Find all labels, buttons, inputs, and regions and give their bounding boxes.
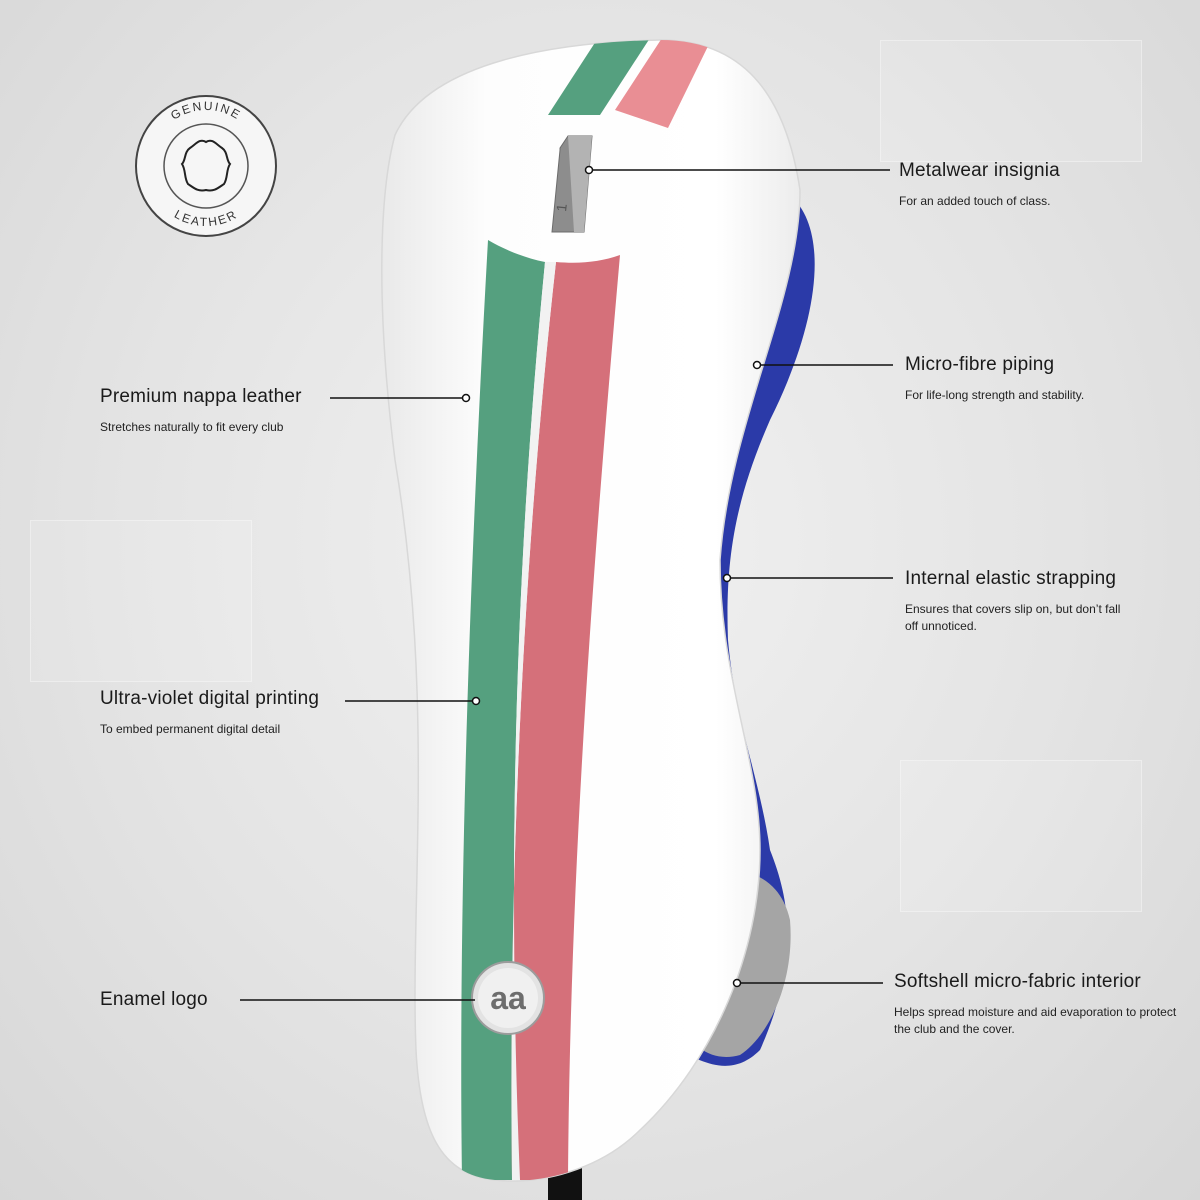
callout-subtitle: Helps spread moisture and aid evaporatio… bbox=[894, 1004, 1177, 1036]
stripe-red-long bbox=[511, 255, 620, 1180]
callout-nappa: Premium nappa leather Stretches naturall… bbox=[100, 386, 340, 436]
elastic-marker bbox=[722, 573, 732, 583]
background-tile bbox=[880, 40, 1142, 162]
metalwear-insignia: 1 bbox=[551, 135, 593, 233]
callout-title: Micro-fibre piping bbox=[905, 354, 1055, 375]
callout-title: Metalwear insignia bbox=[899, 160, 1060, 181]
stripe-red-top bbox=[615, 40, 712, 128]
leather-hide-icon bbox=[180, 139, 232, 192]
callout-title: Enamel logo bbox=[100, 989, 208, 1010]
callout-title: Internal elastic strapping bbox=[905, 568, 1117, 589]
background-tile bbox=[30, 520, 252, 682]
callout-enamel: Enamel logo bbox=[100, 989, 240, 1012]
enamel-logo: aa bbox=[471, 961, 545, 1035]
callout-subtitle: To embed permanent digital detail bbox=[100, 721, 281, 736]
callout-title: Ultra-violet digital printing bbox=[100, 688, 320, 709]
stripe-green-top bbox=[548, 40, 650, 115]
callout-piping: Micro-fibre piping For life-long strengt… bbox=[905, 354, 1175, 404]
callout-title: Premium nappa leather bbox=[100, 386, 302, 407]
callout-metalwear: Metalwear insignia For an added touch of… bbox=[899, 160, 1169, 210]
callout-uv: Ultra-violet digital printing To embed p… bbox=[100, 688, 360, 738]
stripe-green-long bbox=[461, 240, 545, 1180]
insignia-number: 1 bbox=[553, 203, 570, 213]
nappa-marker bbox=[461, 393, 471, 403]
callout-subtitle: For life-long strength and stability. bbox=[905, 387, 1085, 402]
piping-marker bbox=[752, 360, 762, 370]
enamel-logo-text: aa bbox=[490, 980, 526, 1016]
callout-subtitle: For an added touch of class. bbox=[899, 193, 1051, 208]
uv-marker bbox=[471, 696, 481, 706]
callout-subtitle: Ensures that covers slip on, but don’t f… bbox=[905, 601, 1121, 633]
callout-title: Softshell micro-fabric interior bbox=[894, 971, 1141, 992]
callout-softshell: Softshell micro-fabric interior Helps sp… bbox=[894, 971, 1184, 1037]
metalwear-marker bbox=[584, 165, 594, 175]
callout-elastic: Internal elastic strapping Ensures that … bbox=[905, 568, 1145, 634]
callout-leaders bbox=[240, 165, 893, 1001]
background-tile bbox=[900, 760, 1142, 912]
softshell-marker bbox=[732, 978, 742, 988]
callout-subtitle: Stretches naturally to fit every club bbox=[100, 419, 284, 434]
genuine-leather-badge: GENUINE LEATHER bbox=[135, 95, 277, 237]
